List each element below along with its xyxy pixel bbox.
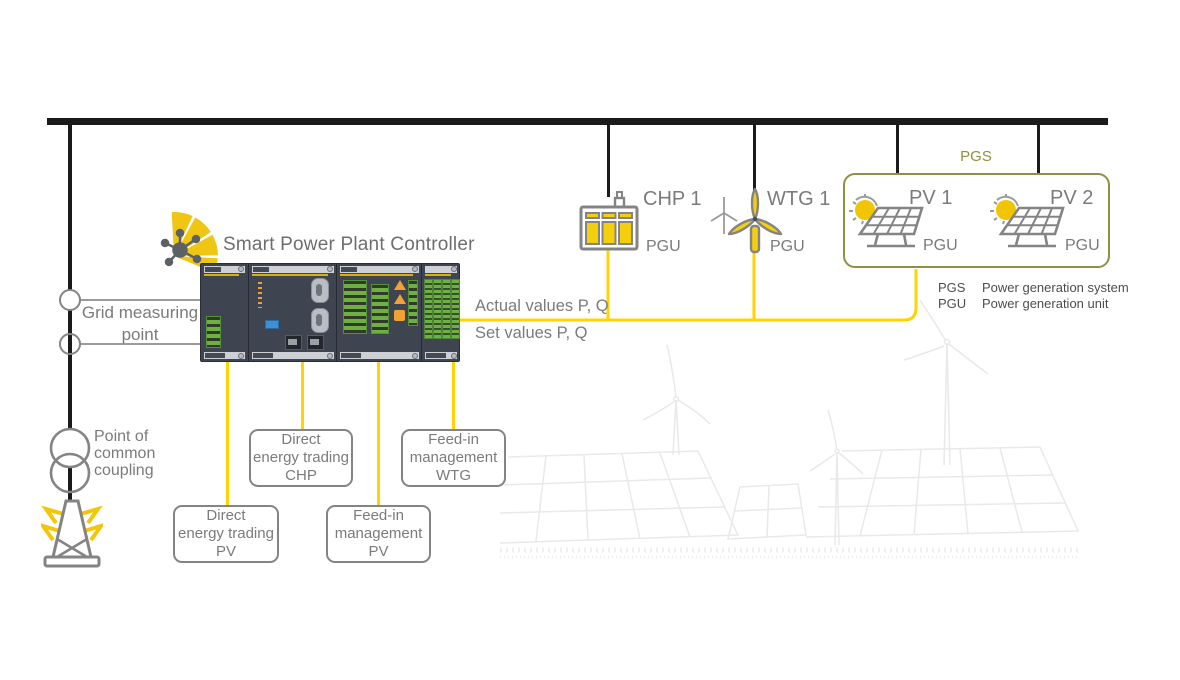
warning-triangle-icon [394,294,406,304]
plc-serial-port [311,278,329,303]
solar-panel-icon [849,194,924,248]
unit-label-pv2: PV 2 [1050,187,1094,209]
pv1-feeder-line [896,125,899,207]
plc-link-pv-trading [226,361,229,505]
plc-module-3 [336,264,422,361]
unit-label-pv1: PV 1 [909,187,953,209]
plc-ethernet-port [307,335,324,350]
plc-terminal-block [343,280,367,334]
unit-type-wtg1: PGU [770,238,805,255]
plc-terminal-block [206,316,221,348]
measuring-wire-top [80,299,200,301]
plc-usb-port [265,320,279,329]
point-of-common-coupling-label: Point of common coupling [94,428,156,479]
plc-serial-port [311,308,329,333]
solar-panel-icon [990,194,1065,248]
measuring-wire-bottom [80,343,200,345]
unit-type-pv1: PGU [923,237,958,254]
plc-ethernet-port [285,335,302,350]
legend-row: PGU Power generation unit [938,296,1109,311]
plc-terminal-block [371,284,389,334]
abbreviation-legend: PGS Power generation system PGU Power ge… [938,280,1129,312]
chp-generator-icon [579,191,639,251]
unit-type-chp1: PGU [646,238,681,255]
pgs-group-label: PGS [960,148,992,165]
function-box-feedin-management-wtg: Feed-in management WTG [401,429,506,487]
current-transformer-symbol [59,333,81,355]
unit-label-chp1: CHP 1 [643,188,702,210]
function-box-direct-energy-trading-pv: Direct energy trading PV [173,505,279,563]
wtg-feeder-line [753,125,756,195]
plc-controller-image [200,263,460,362]
warning-triangle-icon [394,280,406,290]
pv2-feeder-line [1037,125,1040,207]
grid-measuring-point-label: Grid measuring point [81,303,199,344]
chp-feeder-line [607,125,610,197]
plc-module-4 [421,264,460,361]
plc-module-1 [201,264,248,361]
background-watermark [500,300,1080,559]
wind-turbine-icon [710,187,783,254]
unit-label-wtg1: WTG 1 [767,188,831,210]
plc-link-wtg-feedin [452,361,455,429]
function-box-direct-energy-trading-chp: Direct energy trading CHP [249,429,353,487]
grid-feeder-line [68,121,72,505]
set-values-label: Set values P, Q [475,324,588,342]
transmission-tower-icon [41,499,103,568]
plc-link-pv-feedin [377,361,380,505]
function-box-feedin-management-pv: Feed-in management PV [326,505,431,563]
busbar [47,118,1108,125]
network-node-fan-icon [160,212,218,268]
plc-module-2 [248,264,337,361]
plc-link-chp-trading [301,361,304,429]
legend-row: PGS Power generation system [938,280,1129,295]
unit-type-pv2: PGU [1065,237,1100,254]
warning-square-icon [394,310,405,321]
diagram-title: Smart Power Plant Controller [223,234,475,255]
transformer-icon [49,427,91,494]
plc-terminal-block [408,280,418,326]
voltage-transformer-symbol [59,289,81,311]
actual-values-label: Actual values P, Q [475,297,609,315]
